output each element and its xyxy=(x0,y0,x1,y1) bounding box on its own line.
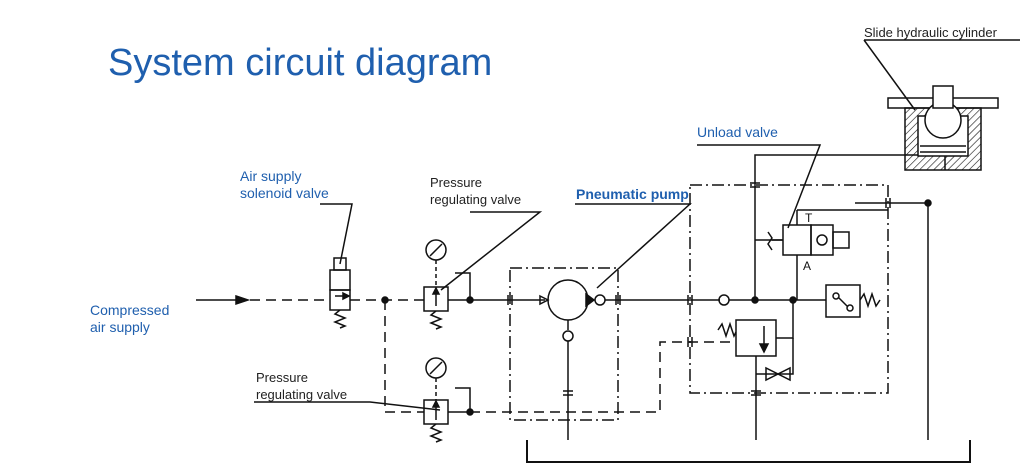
leader-pressure-top xyxy=(440,211,543,291)
junction-6 xyxy=(924,199,932,207)
leader-air-valve xyxy=(320,203,353,265)
pressure-switch xyxy=(825,284,881,318)
pneumatic-pump xyxy=(510,279,618,440)
bottom-dashed-line xyxy=(470,341,736,413)
pneumatic-pump-label: Pneumatic pump xyxy=(576,186,689,202)
compressed-air-label: Compressed air supply xyxy=(90,302,169,336)
air-supply-solenoid-valve xyxy=(329,257,351,329)
unload-valve-label: Unload valve xyxy=(697,124,778,140)
compressed-air-label-line1: Compressed xyxy=(90,302,170,318)
pressure-valve-top-label: Pressure regulating valve xyxy=(430,174,521,208)
unload-valve xyxy=(767,209,888,300)
air-supply-valve-label-line1: Air supply xyxy=(240,168,302,184)
slide-cylinder-label: Slide hydraulic cylinder xyxy=(864,25,997,40)
leader-pressure-bottom xyxy=(254,401,441,411)
page-title: System circuit diagram xyxy=(108,42,493,84)
pump-boundary xyxy=(509,267,619,421)
port-t: T xyxy=(805,211,813,225)
pressure-valve-top-label-line2: regulating valve xyxy=(430,192,522,207)
needle-valve xyxy=(765,366,780,382)
pressure-valve-bottom-label: Pressure regulating valve xyxy=(256,369,347,403)
pressure-valve-bottom-label-line1: Pressure xyxy=(256,370,309,385)
pressure-regulating-valve-bottom xyxy=(423,357,471,443)
air-supply-valve-label: Air supply solenoid valve xyxy=(240,168,329,202)
branch-dashed-down xyxy=(384,300,424,413)
leader-unload xyxy=(697,144,822,229)
leader-cylinder xyxy=(863,39,1020,111)
right-pressure-line xyxy=(888,202,929,440)
connector-marks xyxy=(507,182,891,396)
slide-hydraulic-cylinder xyxy=(887,85,999,171)
port-a: A xyxy=(803,259,811,273)
relief-valve xyxy=(717,300,794,440)
inlet-arrow xyxy=(196,294,251,306)
leader-pump xyxy=(575,203,692,289)
pressure-valve-top-label-line1: Pressure xyxy=(430,175,483,190)
compressed-air-label-line2: air supply xyxy=(90,319,150,335)
check-valve xyxy=(718,294,730,306)
tank xyxy=(526,440,971,463)
pressure-valve-bottom-label-line2: regulating valve xyxy=(256,387,348,402)
air-supply-valve-label-line2: solenoid valve xyxy=(240,185,329,201)
unit-boundary xyxy=(689,184,889,394)
